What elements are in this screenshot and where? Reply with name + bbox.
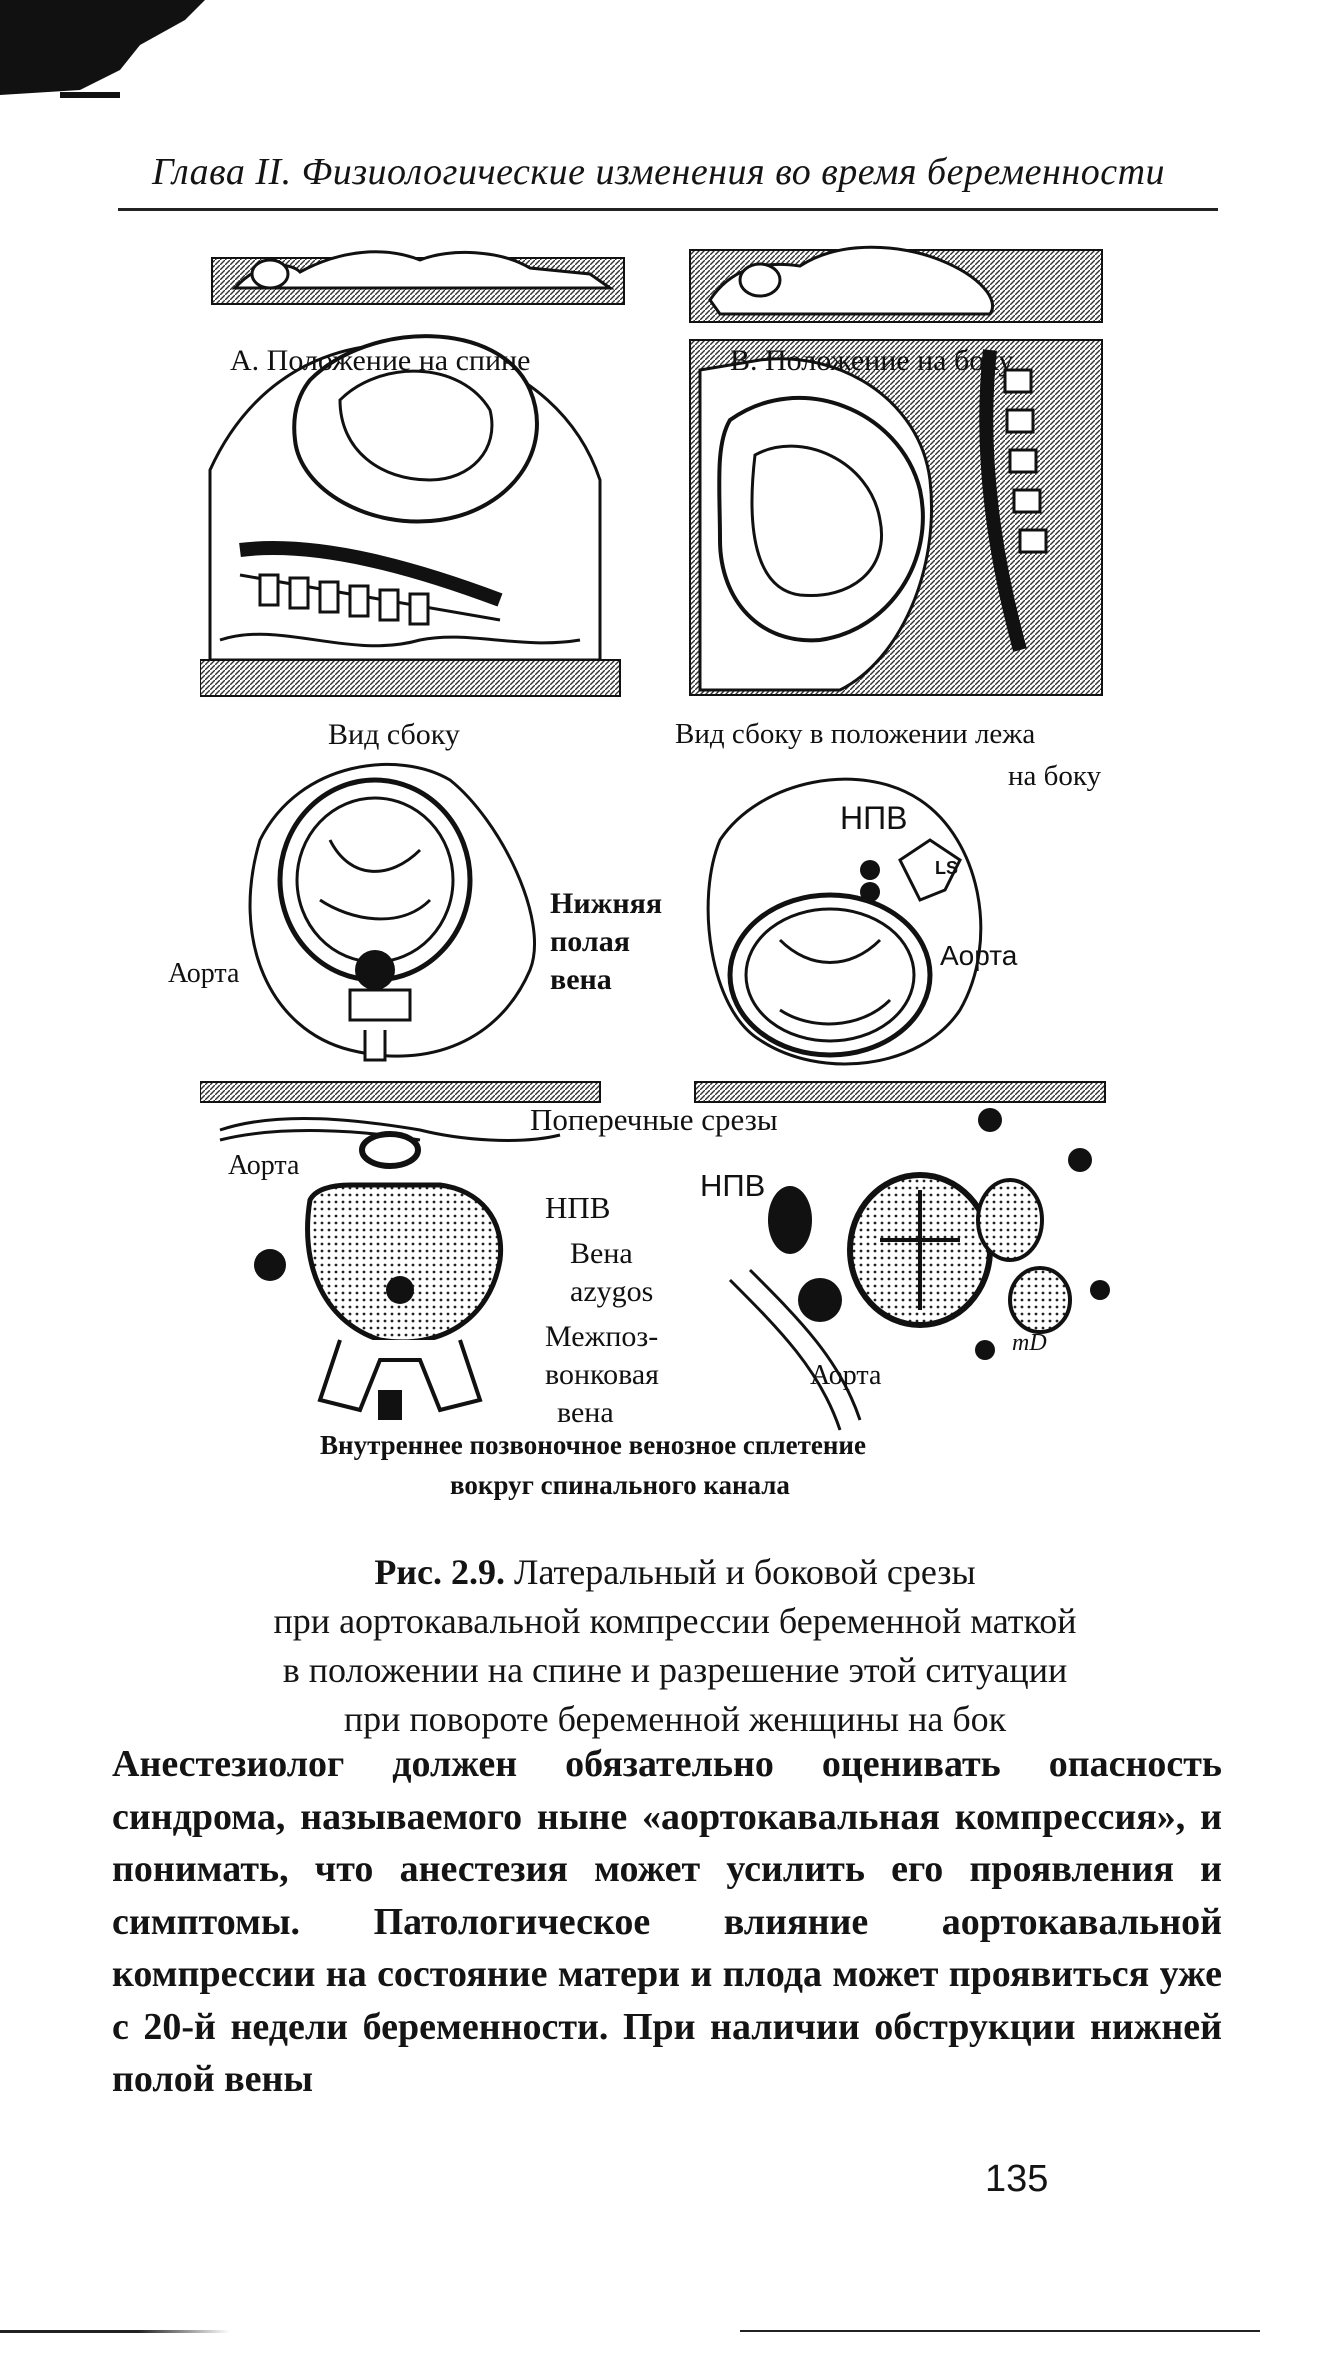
label-ivc-detail: НПВ xyxy=(545,1190,611,1225)
cross-section-supine xyxy=(200,763,601,1103)
caption-line-2: при аортокавальной компрессии беременной… xyxy=(273,1601,1077,1641)
caption-line-1: Латеральный и боковой срезы xyxy=(514,1552,976,1592)
label-plexus-2: вокруг спинального канала xyxy=(450,1470,790,1500)
label-aorta-lateral: Аорта xyxy=(940,940,1018,971)
page-number: 135 xyxy=(985,2158,1049,2200)
label-lateral-position: В. Положение на боку xyxy=(730,344,1014,377)
caption-line-4: при повороте беременной женщины на бок xyxy=(343,1699,1007,1739)
caption-number: Рис. 2.9. xyxy=(374,1552,506,1592)
label-side-view-lateral-1: Вид сбоку в положении лежа xyxy=(675,718,1036,750)
footer-rule-left xyxy=(0,2330,230,2333)
body-paragraph: Анестезиолог должен обязательно оцениват… xyxy=(112,1743,1222,2100)
label-aorta-supine: Аорта xyxy=(168,958,240,989)
scan-corner-artifact xyxy=(0,0,205,98)
label-supine-position: А. Положение на спине xyxy=(230,344,531,377)
vertebral-cross-section xyxy=(219,1116,561,1420)
figure-illustration xyxy=(200,245,1110,1431)
label-ivc-detail-right: НПВ xyxy=(700,1168,766,1203)
lateral-woman-illustration xyxy=(689,245,1103,323)
label-ls-lateral: LS xyxy=(935,858,959,878)
cross-section-lateral xyxy=(694,777,1106,1103)
label-cross-sections: Поперечные срезы xyxy=(530,1102,778,1137)
label-aorta-detail-right: Аорта xyxy=(810,1360,882,1391)
running-header: Глава II. Физиологические изменения во в… xyxy=(152,151,1166,193)
vertebral-lateral-detail xyxy=(728,1108,1110,1431)
side-view-supine xyxy=(200,334,621,697)
header-rule xyxy=(118,208,1218,211)
footer-rule-right xyxy=(740,2330,1260,2332)
label-ivc-abbr-lateral: НПВ xyxy=(840,800,908,836)
caption-line-3: в положении на спине и разрешение этой с… xyxy=(282,1650,1068,1690)
figure-caption: Рис. 2.9. Латеральный и боковой срезы пр… xyxy=(170,1548,1180,1744)
side-view-lateral xyxy=(689,339,1103,696)
label-plexus-1: Внутреннее позвоночное венозное сплетени… xyxy=(320,1430,866,1460)
illustrator-signature: mD xyxy=(1012,1330,1047,1356)
label-aorta-detail: Аорта xyxy=(228,1150,300,1181)
label-side-view: Вид сбоку xyxy=(328,718,460,751)
figure-2-9: А. Положение на спине В. Положение на бо… xyxy=(168,240,1140,1530)
label-ls-supine: LS xyxy=(358,964,382,984)
supine-woman-illustration xyxy=(211,250,625,305)
label-side-view-lateral-2: на боку xyxy=(1008,760,1102,792)
